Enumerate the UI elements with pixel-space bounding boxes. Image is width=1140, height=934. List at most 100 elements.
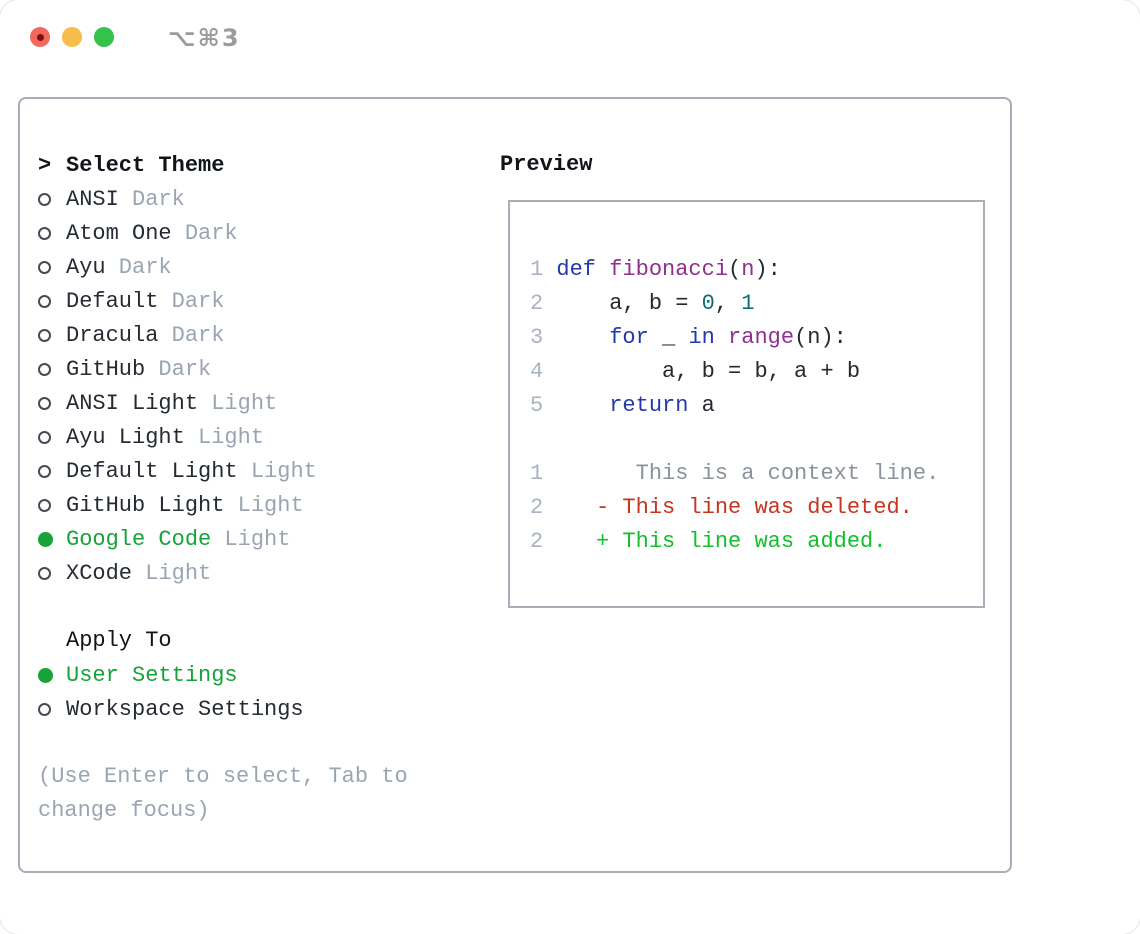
code-token: a, b = b, a + b [556, 359, 861, 384]
option-label: XCode [66, 560, 133, 586]
code-line: 5 return a [530, 389, 939, 423]
code-token: fibonacci [609, 257, 729, 282]
preview-title: Preview [500, 152, 593, 177]
radio-icon [38, 294, 51, 308]
theme-option[interactable]: Ayu Light Light [38, 420, 317, 454]
line-number: 1 [530, 257, 544, 282]
radio-icon [38, 430, 51, 444]
theme-option[interactable]: Default Dark [38, 284, 317, 318]
line-number: 3 [530, 325, 544, 350]
theme-option[interactable]: Atom One Dark [38, 216, 317, 250]
code-token: ): [754, 257, 781, 282]
code-line: 1 def fibonacci(n): [530, 253, 939, 287]
window-title-shortcut: ⌥⌘3 [168, 24, 241, 52]
code-line: 2 a, b = 0, 1 [530, 287, 939, 321]
code-token: 1 [741, 291, 755, 316]
code-line: 2 + This line was added. [530, 525, 939, 559]
code-token: - This line was deleted. [556, 495, 913, 520]
theme-option[interactable]: Dracula Dark [38, 318, 317, 352]
radio-icon [38, 328, 51, 342]
code-token: def [556, 257, 597, 282]
code-token: return [609, 393, 689, 418]
option-variant: Light [211, 526, 291, 552]
theme-option[interactable]: Google Code Light [38, 522, 317, 556]
radio-icon [38, 260, 51, 274]
option-label: Default [66, 288, 159, 314]
theme-option[interactable]: ANSI Light Light [38, 386, 317, 420]
line-number: 5 [530, 393, 544, 418]
radio-icon [38, 566, 51, 580]
option-variant: Dark [158, 322, 225, 348]
apply-option[interactable]: Workspace Settings [38, 692, 304, 726]
radio-icon [38, 702, 51, 716]
line-number: 2 [530, 529, 544, 554]
code-token: in [688, 325, 715, 350]
theme-option[interactable]: XCode Light [38, 556, 317, 590]
theme-option[interactable]: ANSI Dark [38, 182, 317, 216]
theme-option[interactable]: GitHub Light Light [38, 488, 317, 522]
radio-icon [38, 362, 51, 376]
option-variant: Light [224, 492, 304, 518]
code-token: + This line was added. [556, 529, 887, 554]
option-variant: Dark [145, 356, 212, 382]
option-label: Workspace Settings [66, 696, 304, 722]
line-number: 2 [530, 495, 544, 520]
code-line: 1 This is a context line. [530, 457, 939, 491]
option-label: Atom One [66, 220, 172, 246]
line-number: 1 [530, 461, 544, 486]
code-token: range [728, 325, 795, 350]
cursor-icon: > [38, 152, 52, 178]
close-button[interactable] [30, 27, 50, 47]
radio-icon [38, 226, 51, 240]
code-line [530, 423, 939, 457]
code-token: This is a context line. [556, 461, 940, 486]
option-variant: Dark [158, 288, 225, 314]
code-token [715, 325, 728, 350]
theme-list-title: Select Theme [66, 152, 225, 178]
radio-icon [38, 192, 51, 206]
code-token: ( [728, 257, 742, 282]
code-line: 3 for _ in range(n): [530, 321, 939, 355]
radio-icon [38, 396, 51, 410]
option-label: Google Code [66, 526, 212, 552]
line-number: 4 [530, 359, 544, 384]
line-number: 2 [530, 291, 544, 316]
code-token: n [741, 257, 755, 282]
option-label: Dracula [66, 322, 159, 348]
option-variant: Light [184, 424, 265, 450]
code-line: 2 - This line was deleted. [530, 491, 939, 525]
option-variant: Dark [171, 220, 238, 246]
option-label: User Settings [66, 662, 238, 688]
apply-to-title: Apply To [66, 628, 172, 653]
help-text: (Use Enter to select, Tab to change focu… [38, 764, 408, 823]
radio-icon [38, 464, 51, 478]
code-token [556, 325, 609, 350]
radio-selected-icon [38, 531, 53, 547]
option-variant: Light [237, 458, 317, 484]
option-label: ANSI [66, 186, 119, 212]
theme-option[interactable]: Ayu Dark [38, 250, 317, 284]
radio-icon [38, 498, 51, 512]
theme-option[interactable]: Default Light Light [38, 454, 317, 488]
theme-option[interactable]: GitHub Dark [38, 352, 317, 386]
code-token: 0 [701, 291, 715, 316]
option-label: Ayu Light [66, 424, 185, 450]
option-label: Default Light [66, 458, 238, 484]
code-token [556, 393, 609, 418]
code-token: (n): [794, 325, 847, 350]
option-label: ANSI Light [66, 390, 199, 416]
option-variant: Light [198, 390, 278, 416]
radio-selected-icon [38, 667, 53, 683]
code-token: , [714, 291, 742, 316]
code-line: 4 a, b = b, a + b [530, 355, 939, 389]
minimize-button[interactable] [62, 27, 82, 47]
zoom-button[interactable] [94, 27, 114, 47]
apply-option[interactable]: User Settings [38, 658, 304, 692]
option-label: GitHub Light [66, 492, 225, 518]
